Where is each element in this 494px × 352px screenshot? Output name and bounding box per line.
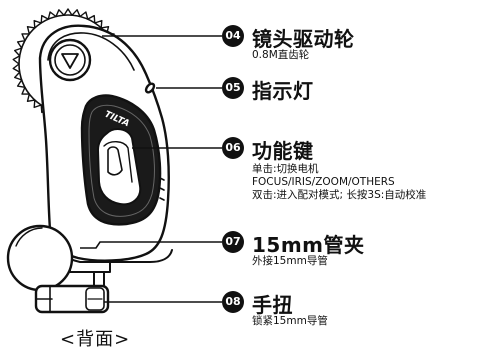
callout-description: 锁紧15mm导管 [252,315,328,327]
leader-lines [80,35,222,303]
callout-title: 手扭 [252,293,293,317]
callout-number-badge: 08 [222,291,244,313]
arrow-icon [107,146,123,176]
top-button-ring [48,38,92,82]
indicator-light [144,82,156,94]
view-caption: <背面> [60,329,131,350]
triangle-down-icon [61,53,79,69]
callout-title: 指示灯 [252,79,314,103]
callout-description-line-3: 双击:进入配对模式; 长按3S:自动校准 [252,189,427,201]
callout-description-line-1: 单击:切换电机 [252,163,319,175]
leader-line-07 [80,241,222,249]
callout-title: 镜头驱动轮 [252,27,355,51]
callout-description: 外接15mm导管 [252,255,328,267]
callout-title: 15mm管夹 [252,233,365,257]
callout-number-badge: 06 [222,137,244,159]
callout-number-badge: 07 [222,231,244,253]
lock-knob [34,284,110,314]
rod-clamp [6,224,74,292]
callout-number-badge: 05 [222,77,244,99]
callout-title: 功能键 [252,139,314,163]
callout-description: 0.8M直齿轮 [252,49,310,61]
callout-description-line-2: FOCUS/IRIS/ZOOM/OTHERS [252,176,395,188]
callout-number-badge: 04 [222,25,244,47]
